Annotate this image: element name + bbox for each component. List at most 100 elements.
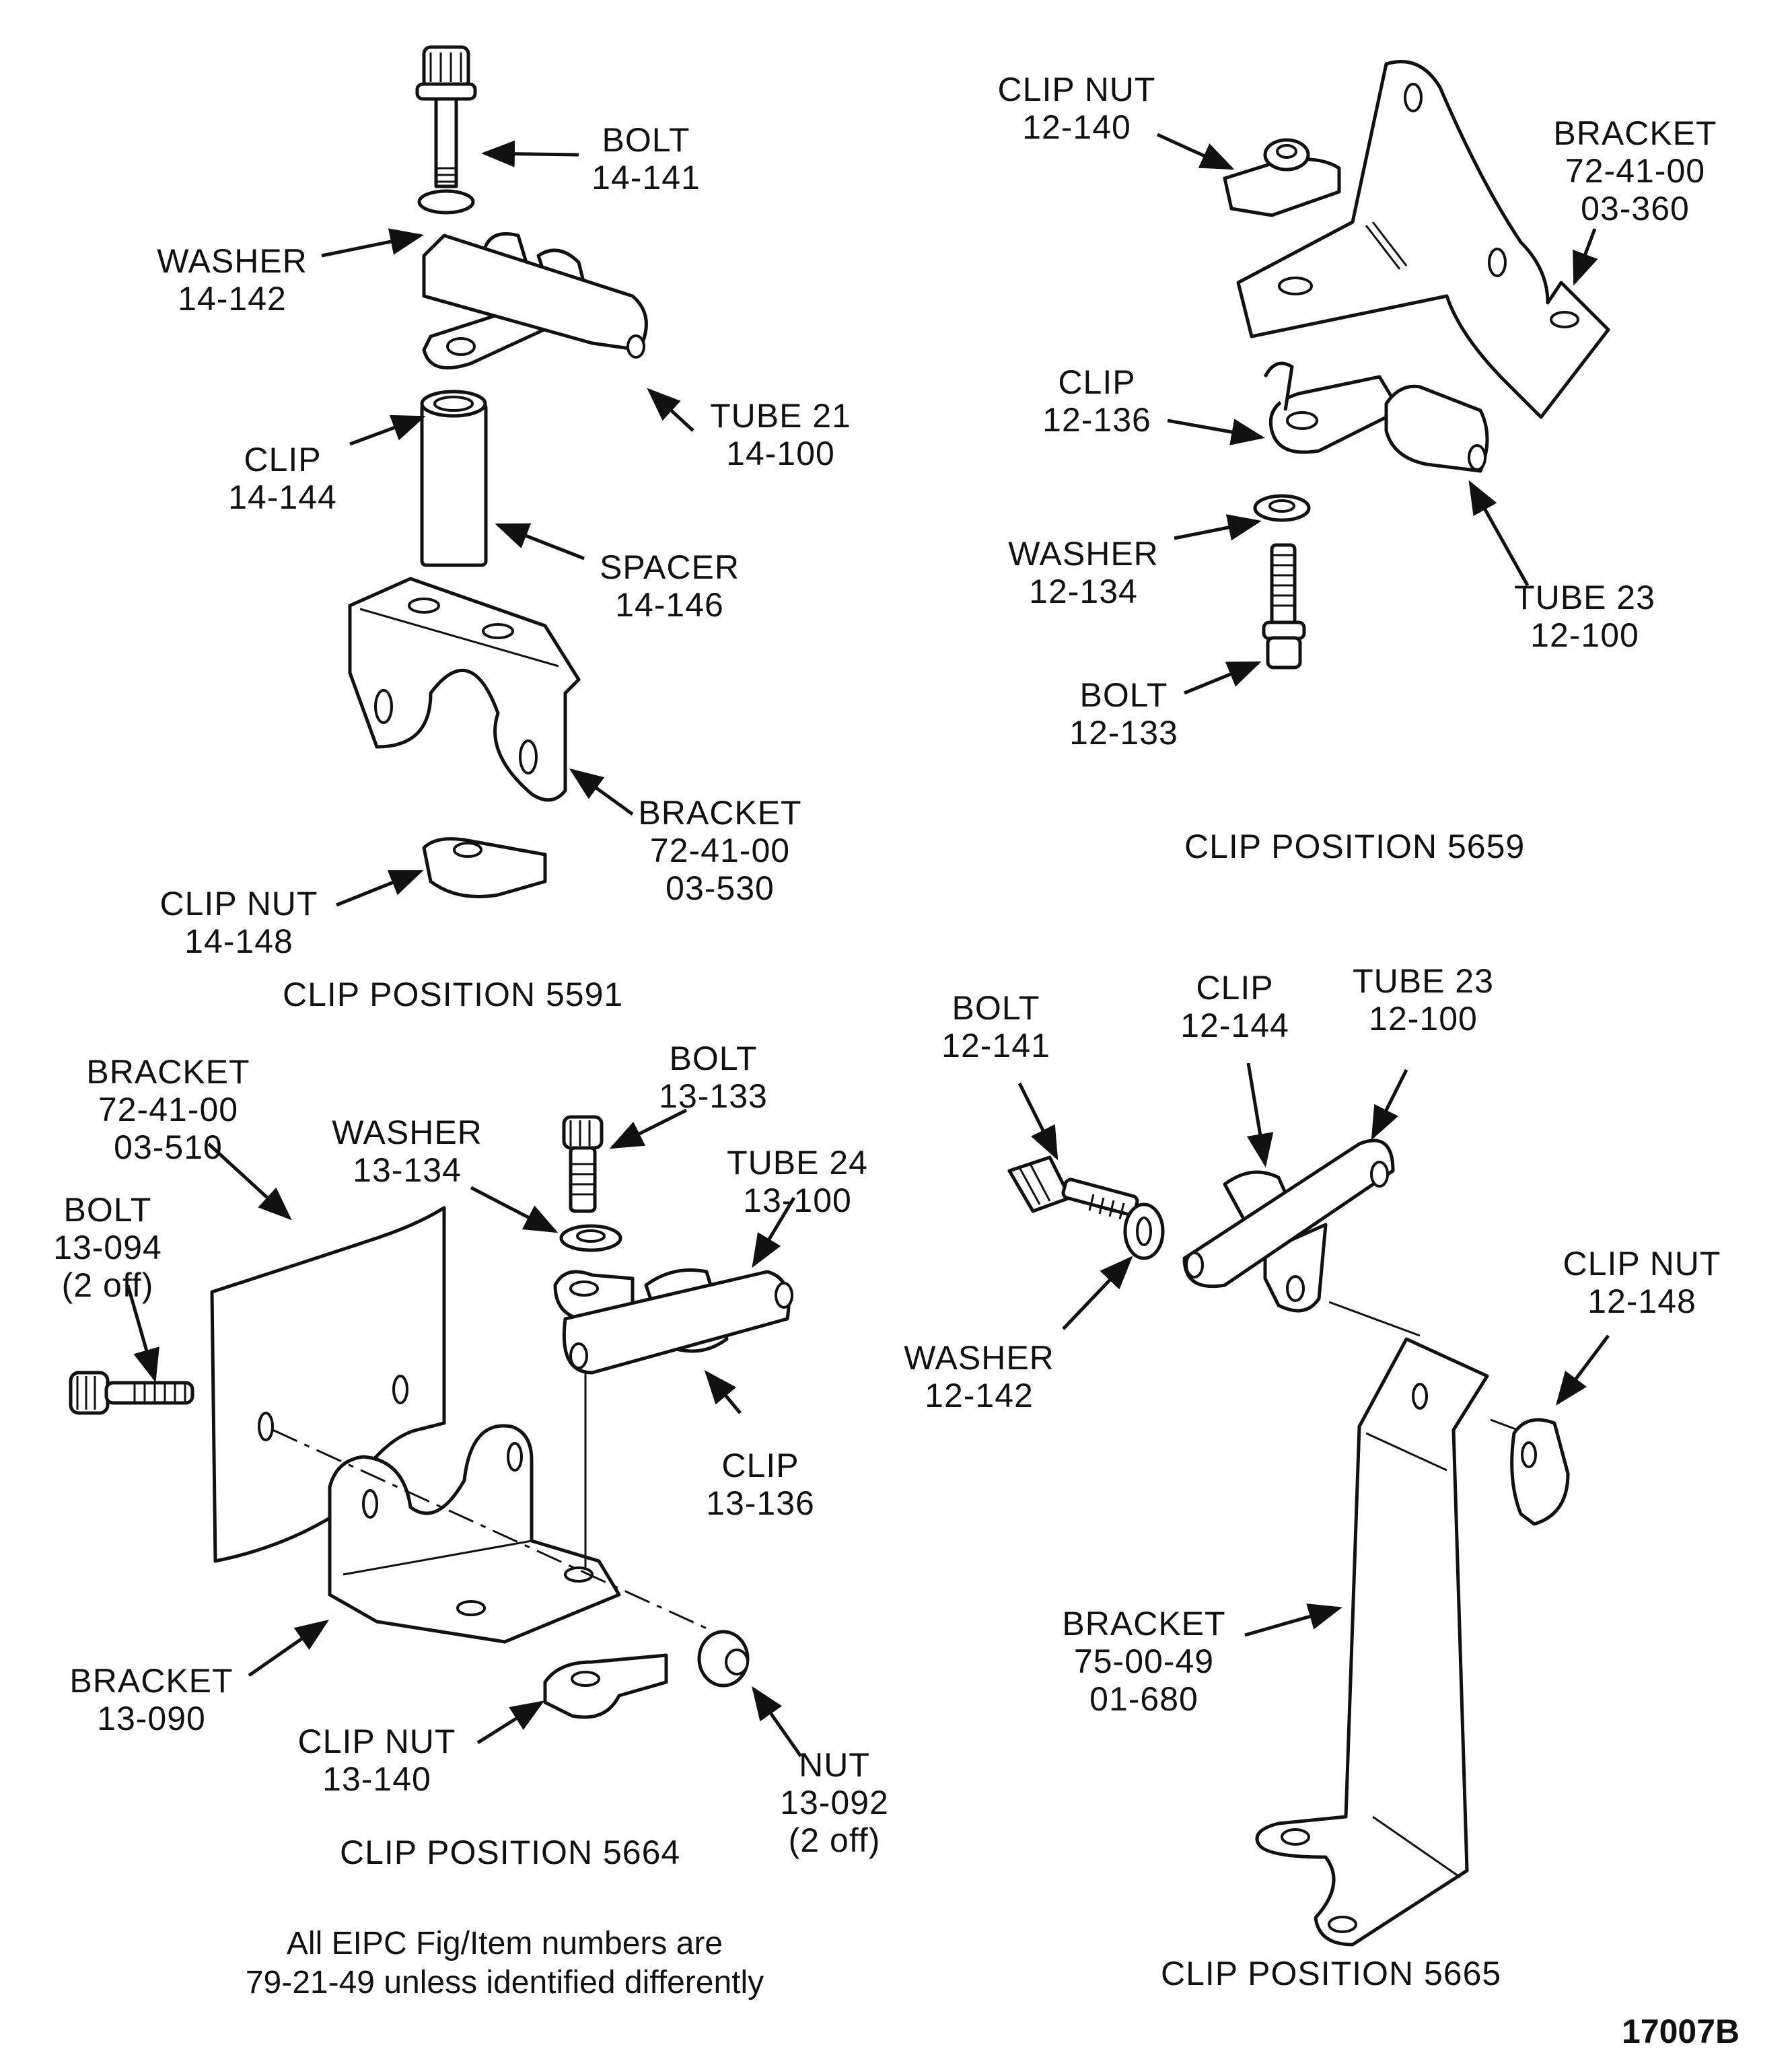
- part-name: BRACKET: [86, 1053, 250, 1091]
- tube-23-12-100-b-icon: [1182, 1138, 1395, 1289]
- part-name: WASHER: [157, 242, 308, 280]
- part-number: 12-140: [1022, 108, 1131, 146]
- part-number: 14-148: [184, 923, 293, 960]
- clip-nut-12-140-icon: [1223, 138, 1341, 217]
- part-number: 12-133: [1069, 714, 1178, 752]
- view-5665-art: [1007, 1062, 1610, 1947]
- part-name: CLIP NUT: [297, 1723, 456, 1760]
- bolt-13-094-icon: [69, 1371, 194, 1415]
- part-sub-number: 01-680: [1089, 1680, 1198, 1718]
- caption-clip-position-5659: CLIP POSITION 5659: [1184, 828, 1526, 865]
- part-number: 12-148: [1587, 1282, 1696, 1320]
- part-number: 12-100: [1369, 1000, 1478, 1038]
- clip-nut-13-140-icon: [543, 1653, 668, 1719]
- part-sub-number: (2 off): [788, 1821, 881, 1859]
- part-name: TUBE 23: [1514, 579, 1655, 616]
- part-number: 13-090: [97, 1700, 206, 1737]
- part-number: 14-144: [228, 478, 337, 516]
- bolt-12-141-icon: [1007, 1155, 1139, 1220]
- part-name: WASHER: [904, 1339, 1054, 1377]
- part-name: CLIP NUT: [997, 71, 1156, 108]
- part-number: 14-100: [726, 435, 835, 472]
- part-name: TUBE 24: [727, 1144, 868, 1182]
- footnote-line-2: 79-21-49 unless identified differently: [245, 1965, 764, 2000]
- part-name: BRACKET: [638, 794, 802, 832]
- part-number: 12-144: [1180, 1007, 1289, 1044]
- caption-clip-position-5664: CLIP POSITION 5664: [340, 1834, 681, 1871]
- tube-24-icon: [562, 1270, 793, 1375]
- bracket-03-530-icon: [348, 577, 581, 802]
- bolt-12-133-icon: [1262, 543, 1306, 670]
- clip-nut-12-148-icon: [1510, 1418, 1570, 1526]
- part-sub-number: 03-510: [114, 1128, 223, 1166]
- part-number: 14-142: [178, 280, 287, 318]
- part-number: 12-136: [1042, 401, 1151, 439]
- part-name: BRACKET: [1553, 114, 1717, 152]
- tube-23-12-100-icon: [1384, 384, 1489, 473]
- part-name: BOLT: [952, 989, 1040, 1027]
- clip-12-136-icon: [1263, 361, 1402, 454]
- part-number: 14-141: [592, 159, 701, 196]
- part-number: 12-134: [1029, 573, 1138, 610]
- part-number: 13-100: [743, 1182, 852, 1219]
- part-number: 12-100: [1530, 616, 1639, 654]
- part-number: 13-094: [53, 1229, 162, 1266]
- part-name: WASHER: [1008, 535, 1159, 573]
- part-number: 13-133: [659, 1077, 768, 1115]
- part-name: BRACKET: [1062, 1605, 1226, 1642]
- part-number: 12-142: [925, 1377, 1034, 1414]
- part-number: 13-140: [322, 1760, 431, 1798]
- part-name: TUBE 21: [710, 397, 851, 435]
- part-name: CLIP: [244, 441, 322, 478]
- part-number: 13-134: [353, 1151, 462, 1189]
- part-name: SPACER: [600, 548, 740, 586]
- caption-clip-position-5665: CLIP POSITION 5665: [1161, 1955, 1502, 1992]
- footnote: All EIPC Fig/Item numbers are 79-21-49 un…: [202, 1924, 808, 2002]
- bracket-01-680-icon: [1255, 1337, 1489, 1947]
- bolt-13-133-icon: [562, 1115, 604, 1213]
- part-name: BOLT: [602, 121, 690, 159]
- part-name: BOLT: [669, 1040, 758, 1077]
- part-sub-number: 03-530: [666, 869, 775, 907]
- spacer-14-146-icon: [420, 390, 488, 567]
- part-name: CLIP: [1058, 363, 1136, 401]
- bolt-14-141-icon: [415, 45, 477, 188]
- part-number: 72-41-00: [1565, 152, 1706, 190]
- nut-13-092-icon: [697, 1630, 750, 1688]
- part-name: CLIP NUT: [1563, 1245, 1721, 1282]
- footnote-line-1: All EIPC Fig/Item numbers are: [286, 1926, 723, 1961]
- bracket-13-090-icon: [328, 1424, 621, 1644]
- clip-nut-14-148-icon: [422, 837, 547, 898]
- washer-14-142-icon: [417, 189, 475, 215]
- part-name: CLIP NUT: [159, 885, 318, 923]
- part-number: 72-41-00: [649, 832, 791, 869]
- part-number: 12-141: [941, 1027, 1050, 1064]
- view-5591-art: [321, 45, 694, 907]
- part-number: 14-146: [615, 586, 724, 624]
- view-5664-art: [69, 1108, 803, 1758]
- part-name: BOLT: [63, 1191, 152, 1229]
